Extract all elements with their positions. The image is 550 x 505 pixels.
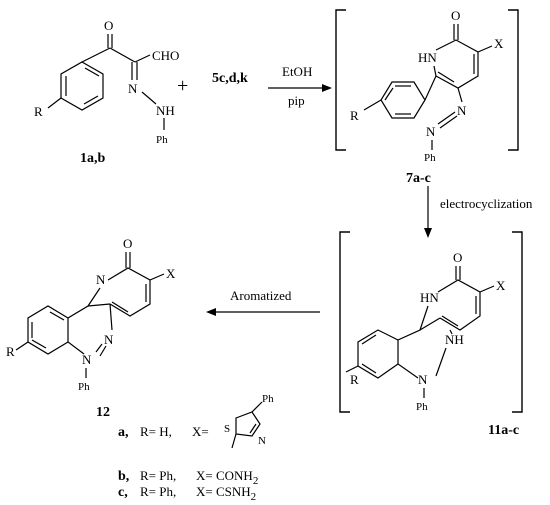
legend-key-c: c, xyxy=(118,485,128,500)
thiazole-s-label: S xyxy=(224,423,230,435)
intermediate2-nh-label: NH xyxy=(445,332,464,347)
intermediate1-ph-label: Ph xyxy=(424,152,436,164)
step1-solvent-label: EtOH xyxy=(282,64,312,79)
intermediate-11ac: HN O X NH N R Ph 11a-c xyxy=(339,231,523,438)
legend-x-a: X= xyxy=(192,424,209,439)
left-bracket-7ac xyxy=(335,9,346,151)
intermediate1-x-label: X xyxy=(494,36,504,51)
intermediate1-oxygen-label: O xyxy=(451,8,460,23)
intermediate2-middle-ring xyxy=(397,305,429,379)
thiazole-ph-label: Ph xyxy=(262,393,274,405)
product-ph-label: Ph xyxy=(78,381,90,393)
intermediate2-x-label: X xyxy=(496,278,506,293)
intermediate1-compound-label: 7a-c xyxy=(406,171,431,186)
step2-arrow: electrocyclization xyxy=(424,186,533,238)
intermediate2-hn-label: HN xyxy=(420,290,439,305)
product-r-label: R xyxy=(6,344,15,359)
intermediate2-n-label: N xyxy=(418,372,428,387)
step3-arrow: Aromatized xyxy=(206,288,320,316)
step1-arrow: EtOH pip xyxy=(268,64,332,108)
svg-text:X= CSNH2: X= CSNH2 xyxy=(196,484,256,503)
product-12: N O X N N R Ph 12 xyxy=(6,236,176,420)
svg-text:X= CONH2: X= CONH2 xyxy=(196,468,258,487)
step3-condition-label: Aromatized xyxy=(230,288,292,303)
legend-r-b: R= Ph, xyxy=(140,468,176,483)
intermediate2-pyridone-ring xyxy=(437,279,481,331)
intermediate-7ac: HN O X R N N Ph 7a-c xyxy=(335,8,519,186)
intermediate2-compound-label: 11a-c xyxy=(488,423,519,438)
intermediate1-n2-label: N xyxy=(426,124,436,139)
left-bracket-11ac xyxy=(339,231,350,413)
plus-sign: + xyxy=(177,75,188,97)
thiazole-ring xyxy=(231,401,263,449)
product-x-label: X xyxy=(166,266,176,281)
right-bracket-7ac xyxy=(508,9,519,151)
product-pyridone-ring xyxy=(107,267,151,317)
intermediate1-r-label: R xyxy=(350,108,359,123)
intermediate1-n1-label: N xyxy=(457,103,467,118)
intermediate2-diene-ring xyxy=(357,329,399,379)
reactant-ph-label: Ph xyxy=(156,134,168,146)
reactant-n-label: N xyxy=(128,81,138,96)
legend-x-b: X= CONH xyxy=(196,468,253,483)
reactant-r-label: R xyxy=(34,104,43,119)
reactant-benzene-ring xyxy=(60,61,104,111)
intermediate2-oxygen-label: O xyxy=(453,250,462,265)
step1-base-label: pip xyxy=(288,93,305,108)
right-bracket-11ac xyxy=(512,231,523,413)
product-compound-label: 12 xyxy=(96,405,110,420)
legend-x-b-sub: 2 xyxy=(253,475,259,487)
reagent-label: 5c,d,k xyxy=(212,71,248,86)
product-benzo-ring xyxy=(27,305,69,355)
intermediate1-aryl-ring xyxy=(380,81,426,119)
legend-r-a: R= H, xyxy=(140,424,172,439)
intermediate2-ph-label: Ph xyxy=(416,401,428,413)
legend-x-c: X= CSNH xyxy=(196,484,251,499)
legend-key-b: b, xyxy=(118,469,129,484)
product-oxygen-label: O xyxy=(123,236,132,251)
intermediate1-hn-label: HN xyxy=(418,50,437,65)
reactant-1ab: R O CHO N NH Ph 1a,b xyxy=(34,18,179,166)
product-n1-label: N xyxy=(104,332,114,347)
intermediate1-pyridone-ring xyxy=(435,39,479,89)
reactant-nh-label: NH xyxy=(156,103,175,118)
product-ring-n-label: N xyxy=(96,272,106,287)
legend-r-c: R= Ph, xyxy=(140,484,176,499)
substituent-legend: a, R= H, X= S N Ph b, R= Ph, X= CONH2 c,… xyxy=(118,393,274,503)
product-middle-ring xyxy=(67,287,101,355)
legend-key-a: a, xyxy=(118,425,129,440)
thiazole-n-label: N xyxy=(258,435,266,447)
reactant-cho-label: CHO xyxy=(152,48,179,63)
legend-x-c-sub: 2 xyxy=(251,491,257,503)
intermediate2-r-label: R xyxy=(350,372,359,387)
reactant-compound-label: 1a,b xyxy=(80,151,106,166)
reactant-oxygen-label: O xyxy=(104,18,113,33)
step2-condition-label: electrocyclization xyxy=(440,196,533,211)
product-n2-label: N xyxy=(82,352,92,367)
